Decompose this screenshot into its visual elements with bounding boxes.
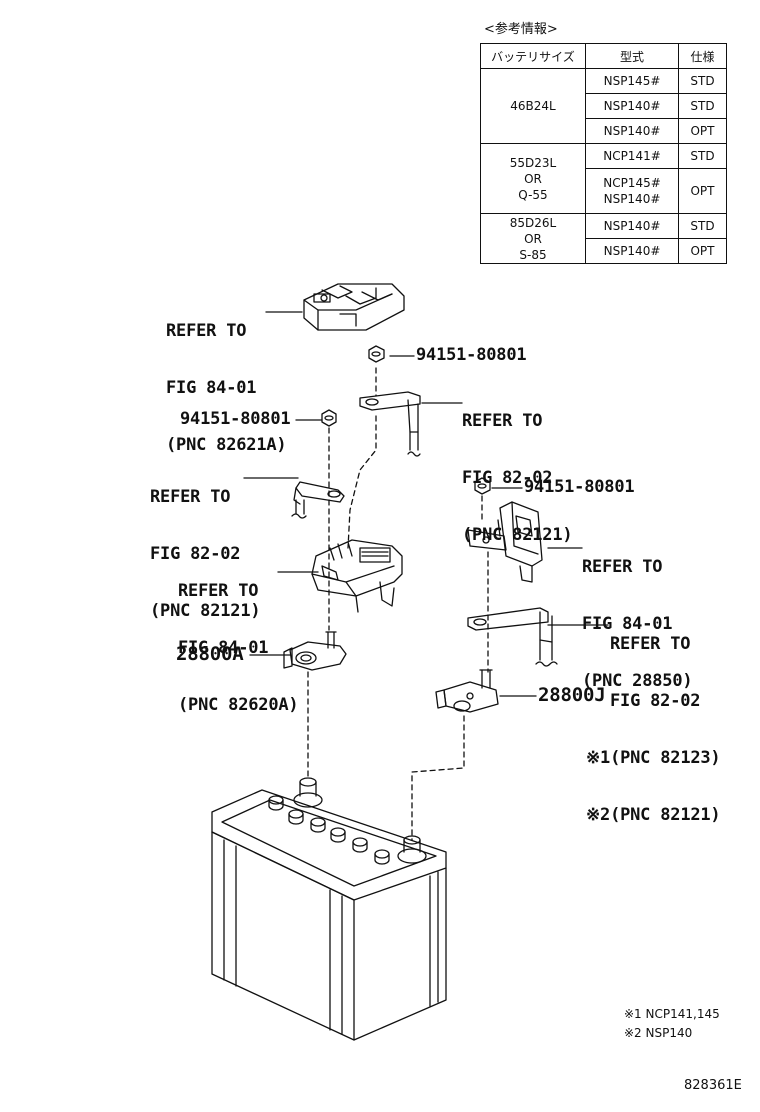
callout-part-28800j: 28800J [538, 684, 606, 706]
fuse-block-cover-icon [303, 283, 405, 331]
battery-cell-cap-icon [310, 817, 326, 833]
battery-size-cell: 85D26L OR S-85 [480, 213, 586, 264]
battery-cell-cap-icon [268, 795, 284, 811]
battery-size-cell: 46B24L [480, 68, 586, 144]
header-model: 型式 [585, 43, 679, 69]
nut-icon [474, 477, 491, 495]
callout-refer-82123: REFER TO FIG 82-02 ※1(PNC 82123) ※2(PNC … [586, 634, 721, 825]
battery-size-cell: 55D23L OR Q-55 [480, 143, 586, 214]
fusible-link-block-icon [311, 539, 403, 613]
cable-terminal-bracket-icon [467, 607, 558, 667]
callout-nut-part-number: 94151-80801 [180, 409, 291, 429]
callout-nut-part-number: 94151-80801 [524, 477, 635, 497]
spec-cell: OPT [678, 168, 727, 214]
model-cell: NSP140# [585, 238, 679, 264]
header-battery-size: バッテリサイズ [480, 43, 586, 69]
callout-refer-82620a: REFER TO FIG 84-01 (PNC 82620A) [178, 581, 299, 715]
battery-terminal-clamp-icon [435, 669, 499, 713]
footnote: ※1 NCP141,145 [624, 1007, 720, 1021]
assembly-guide-lines [307, 367, 489, 841]
spec-cell: OPT [678, 238, 727, 264]
model-cell: NSP140# [585, 213, 679, 239]
cable-terminal-bracket-icon [359, 391, 421, 457]
model-cell: NSP140# [585, 93, 679, 119]
leader-lines [243, 311, 609, 697]
footnote: ※2 NSP140 [624, 1026, 693, 1040]
header-spec: 仕様 [678, 43, 727, 69]
battery-post-icon [293, 777, 323, 808]
battery-cell-cap-icon [374, 849, 390, 865]
spec-cell: OPT [678, 118, 727, 144]
spec-table-title: <参考情報> [484, 22, 558, 37]
callout-nut-part-number: 94151-80801 [416, 345, 527, 365]
battery-spec-table: バッテリサイズ 型式 仕様 46B24L NSP145# STD NSP140#… [480, 43, 727, 264]
nut-icon [368, 345, 385, 363]
battery-cell-cap-icon [330, 827, 346, 843]
battery-cell-cap-icon [352, 837, 368, 853]
battery-post-icon [397, 835, 427, 864]
battery-icon [211, 777, 447, 1041]
callout-refer-82121-left: REFER TO FIG 82-02 (PNC 82121) [150, 487, 261, 621]
nut-icon [321, 409, 337, 427]
callout-refer-82121-top: REFER TO FIG 82-02 (PNC 82121) [462, 411, 573, 545]
callout-part-28800a: 28800A [176, 643, 244, 665]
battery-cell-cap-icon [288, 809, 304, 825]
model-cell: NCP141# [585, 143, 679, 169]
connector-block-icon [467, 501, 543, 583]
figure-id: 828361E [684, 1078, 742, 1093]
callout-refer-82621a: REFER TO FIG 84-01 (PNC 82621A) [166, 321, 287, 455]
cable-terminal-bracket-icon [291, 481, 345, 519]
callout-refer-28850: REFER TO FIG 84-01 (PNC 28850) [582, 557, 693, 691]
battery-terminal-clamp-icon [283, 631, 347, 671]
spec-cell: STD [678, 213, 727, 239]
spec-cell: STD [678, 93, 727, 119]
